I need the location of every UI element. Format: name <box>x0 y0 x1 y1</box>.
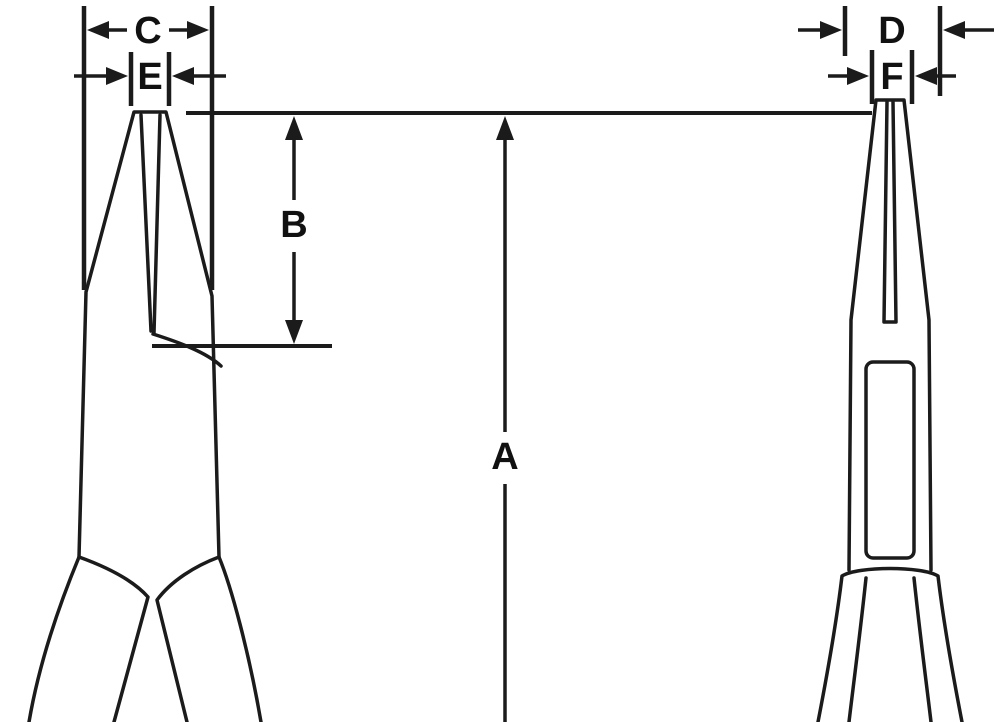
dimension-c-arrowhead-right <box>187 21 209 39</box>
pliers-side-jaw-gap <box>139 113 162 335</box>
dimension-d-label: D <box>878 10 905 52</box>
dimension-c: C <box>81 6 215 290</box>
dimension-f-arrowhead-right <box>915 67 937 85</box>
dimension-b: B <box>152 116 332 348</box>
dimension-a: A <box>491 116 519 722</box>
dimension-b-arrowhead-up <box>285 116 303 140</box>
dimension-f-arrowhead-left <box>847 67 869 85</box>
pliers-side-left-handle <box>77 555 150 722</box>
dimension-d-arrowhead-right <box>943 21 965 39</box>
pliers-side-right-handle <box>155 555 221 722</box>
dimension-e-arrowhead-left <box>106 67 128 85</box>
pliers-front-jaw-seam <box>882 100 898 324</box>
dimension-d-arrowhead-left <box>820 21 842 39</box>
pliers-front-grip-inner-lines <box>847 576 933 722</box>
dimension-e-label: E <box>137 56 162 98</box>
dimension-a-label: A <box>491 436 518 478</box>
dimension-c-label: C <box>134 10 161 52</box>
dimension-c-arrowhead-left <box>87 21 109 39</box>
pliers-side-jaw-bottom-curve <box>151 332 223 368</box>
dimension-f: F <box>828 50 956 104</box>
dimension-b-arrowhead-down <box>285 320 303 344</box>
dimension-b-label: B <box>280 204 307 246</box>
pliers-front-body-outline <box>847 98 933 572</box>
pliers-front-view <box>816 98 964 722</box>
dimension-e-arrowhead-right <box>172 67 194 85</box>
pliers-front-grip <box>816 566 964 722</box>
dimension-a-arrowhead-up <box>496 116 514 140</box>
dimension-f-label: F <box>880 56 903 98</box>
dimension-d: D <box>798 6 994 96</box>
pliers-side-view <box>27 110 263 722</box>
pliers-side-body-outline <box>27 110 263 722</box>
pliers-front-inner-panel <box>864 360 916 560</box>
dimension-e: E <box>74 52 226 106</box>
